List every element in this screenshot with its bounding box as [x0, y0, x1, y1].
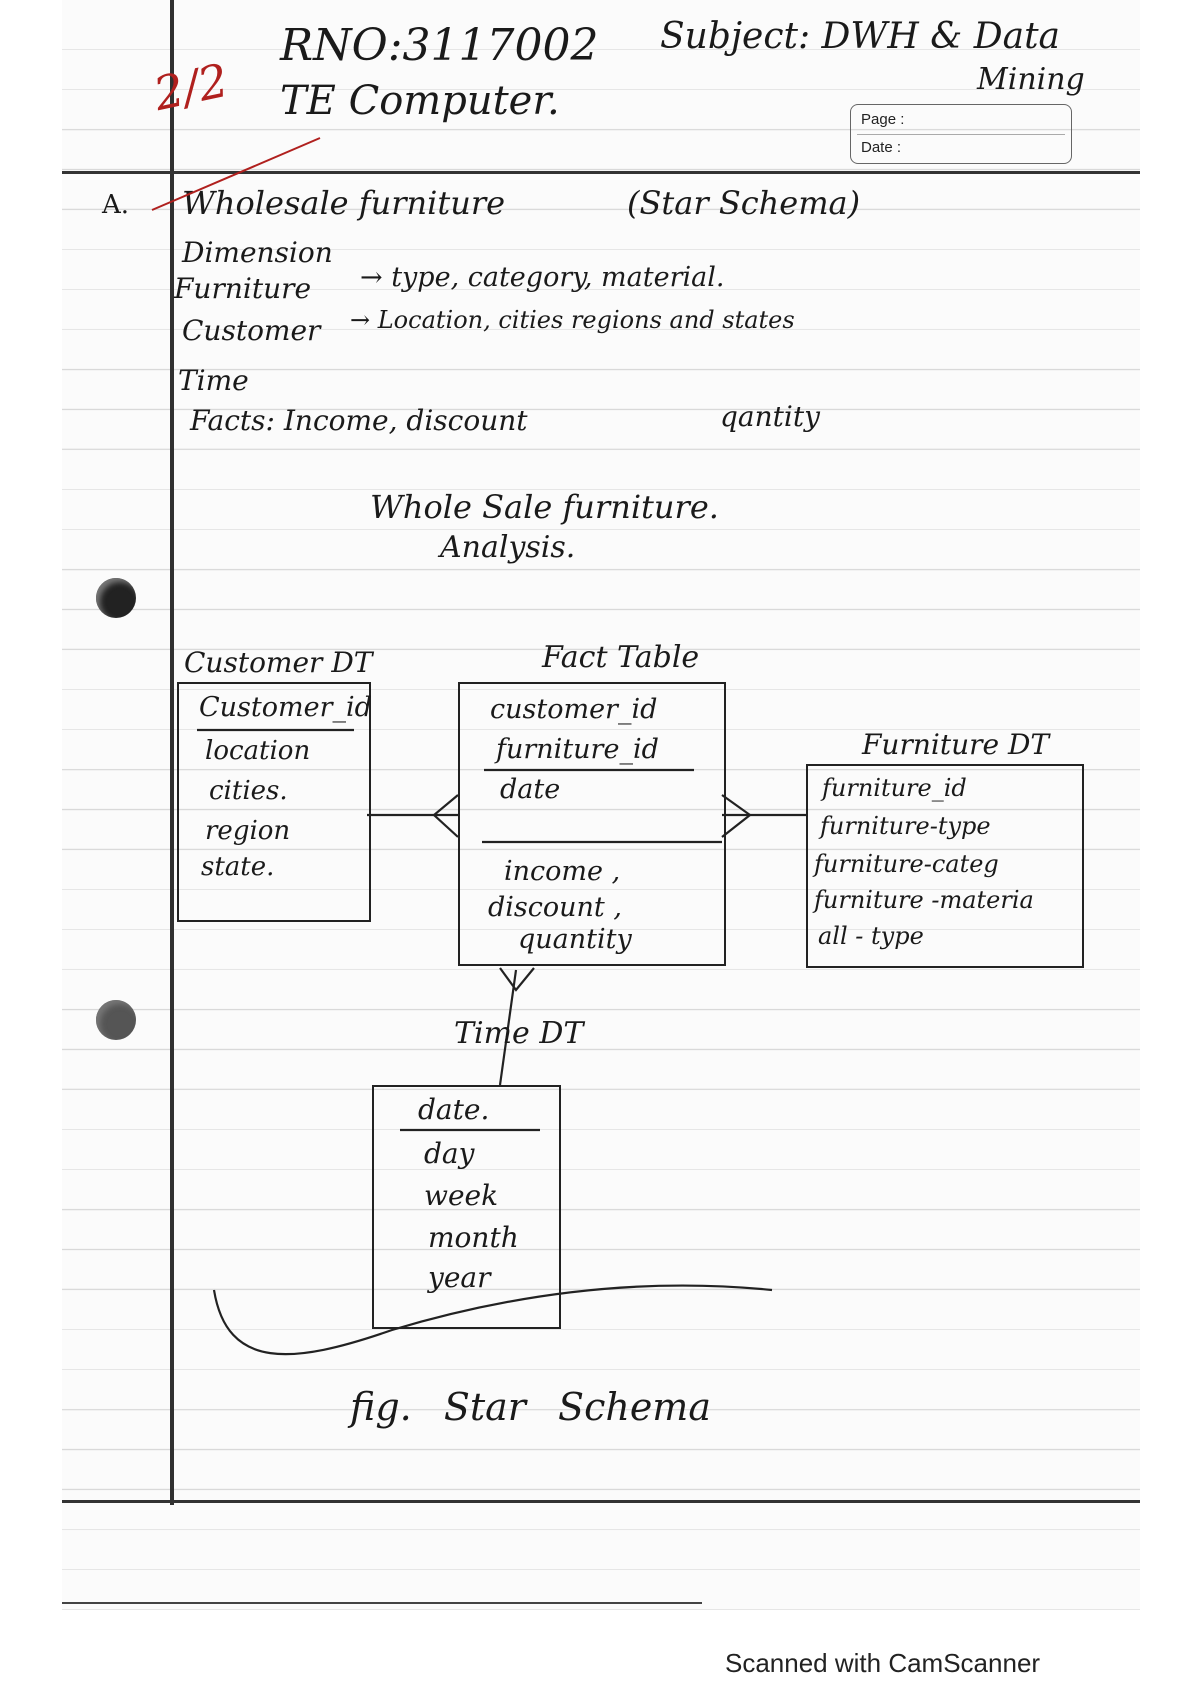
analysis-title-line2: Analysis. [440, 530, 576, 565]
date-label: Date : [861, 139, 902, 156]
page-date-box: Page : Date : [850, 104, 1072, 164]
fact-key-customer: customer_id [490, 694, 658, 725]
time-key-date: date. [418, 1093, 490, 1126]
page-label: Page : [861, 111, 905, 128]
fact-time-link [498, 969, 518, 1086]
customer-table-title: Customer DT [184, 646, 373, 679]
time-attr-year: year [428, 1261, 491, 1294]
class-name: TE Computer. [280, 78, 560, 124]
time-table: date. day week month year [372, 1085, 561, 1329]
fact-table: customer_id furniture_id date income , d… [458, 682, 726, 966]
crows-foot-furniture [721, 794, 752, 838]
grade-slash [151, 137, 321, 211]
customer-table: Customer_id location cities. region stat… [177, 682, 372, 922]
bottom-rule-secondary [62, 1602, 702, 1604]
furniture-attr-type: furniture-type [820, 812, 991, 840]
time-attr-week: week [424, 1179, 499, 1212]
time-table-title: Time DT [454, 1016, 584, 1051]
furniture-attr-id: furniture_id [822, 774, 967, 802]
dimension-customer-name: Customer [182, 314, 321, 347]
time-attr-month: month [428, 1221, 519, 1254]
furniture-table-title: Furniture DT [862, 728, 1050, 761]
fact-table-title: Fact Table [542, 640, 700, 675]
subject-line-1: Subject: DWH & Data [660, 16, 1061, 57]
dimension-time-name: Time [178, 364, 249, 397]
fact-key-furniture: furniture_id [496, 734, 659, 765]
dimension-furniture-detail: → type, category, material. [360, 262, 725, 293]
scanner-watermark: Scanned with CamScanner [725, 1648, 1041, 1678]
dimension-furniture-name: Furniture [174, 272, 312, 305]
fact-measure-income: income , [504, 856, 621, 887]
furniture-attr-category: furniture-categ [814, 850, 999, 878]
figure-caption: fig. Star Schema [350, 1385, 711, 1429]
page-date-separator [857, 134, 1065, 135]
crows-foot-customer [432, 794, 459, 838]
question-title: Wholesale furniture [182, 184, 506, 222]
margin-line [170, 0, 174, 1505]
notebook-page: RNO:3117002 TE Computer. Subject: DWH & … [62, 0, 1140, 1610]
question-title-note: (Star Schema) [627, 184, 861, 222]
dimension-heading: Dimension [182, 236, 333, 269]
facts-line: Facts: Income, discount [190, 404, 528, 437]
fact-measure-discount: discount , [488, 892, 622, 923]
punch-hole-top [96, 578, 136, 618]
customer-key: Customer_id [199, 692, 372, 723]
fact-measure-quantity: quantity [518, 924, 632, 955]
header-rule [62, 171, 1140, 174]
time-attr-day: day [424, 1137, 475, 1170]
question-label: A. [102, 190, 130, 220]
customer-attr-state: state. [201, 852, 275, 882]
customer-attr-cities: cities. [209, 776, 288, 806]
punch-hole-bottom [96, 1000, 136, 1040]
furniture-attr-material: furniture -materia [814, 886, 1034, 914]
furniture-attr-all-type: all - type [818, 922, 924, 950]
analysis-title-line1: Whole Sale furniture. [370, 488, 719, 526]
customer-attr-location: location [205, 736, 311, 766]
star-schema-lines [151, 137, 806, 1356]
facts-extra: qantity [720, 400, 820, 433]
roll-number: RNO:3117002 [280, 20, 599, 71]
dimension-customer-detail: → Location, cities regions and states [350, 306, 795, 334]
bottom-rule [62, 1500, 1140, 1503]
fact-key-date: date [500, 774, 561, 805]
closing-curve [212, 1284, 773, 1356]
crows-foot-time [499, 967, 535, 992]
subject-line-2: Mining [977, 62, 1085, 97]
furniture-table: furniture_id furniture-type furniture-ca… [806, 764, 1084, 968]
customer-attr-region: region [205, 816, 291, 846]
